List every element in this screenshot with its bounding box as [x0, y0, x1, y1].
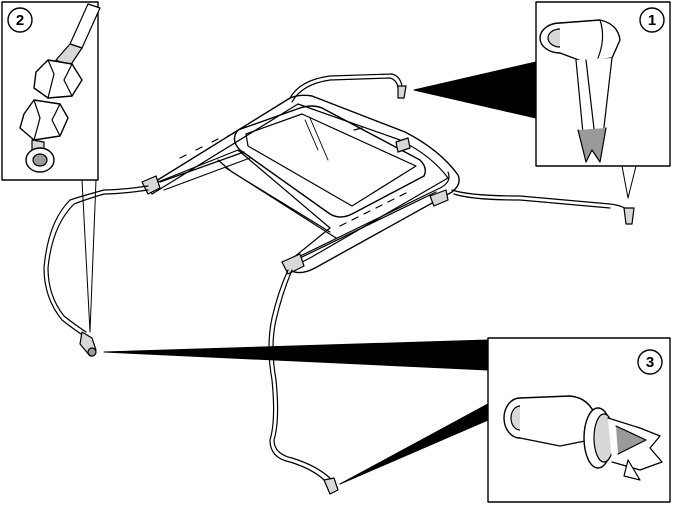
- callout-2-number: 2: [16, 12, 24, 29]
- valve-fitting-detail: [503, 395, 663, 481]
- right-rail: [287, 171, 450, 263]
- left-front-drain-tube: [43, 185, 149, 337]
- callout-3-box: 3: [487, 337, 671, 503]
- grommet-fitting-detail: [19, 3, 101, 173]
- drain-tubes: [43, 73, 635, 495]
- callout-1-box: 1: [535, 1, 671, 167]
- elbow-fitting-detail: [539, 19, 621, 163]
- left-rail: [147, 149, 331, 263]
- rear-right-drain-tube: [289, 73, 403, 99]
- right-front-drain-tube: [268, 269, 329, 485]
- callout-2-box: 2: [1, 1, 101, 181]
- glass-panel: [233, 105, 427, 218]
- leader-lines: [81, 61, 637, 485]
- callout-3-number: 3: [646, 354, 654, 371]
- callout-1-number: 1: [648, 12, 656, 29]
- sunroof-frame: [141, 94, 460, 275]
- right-drain-tube: [451, 189, 629, 213]
